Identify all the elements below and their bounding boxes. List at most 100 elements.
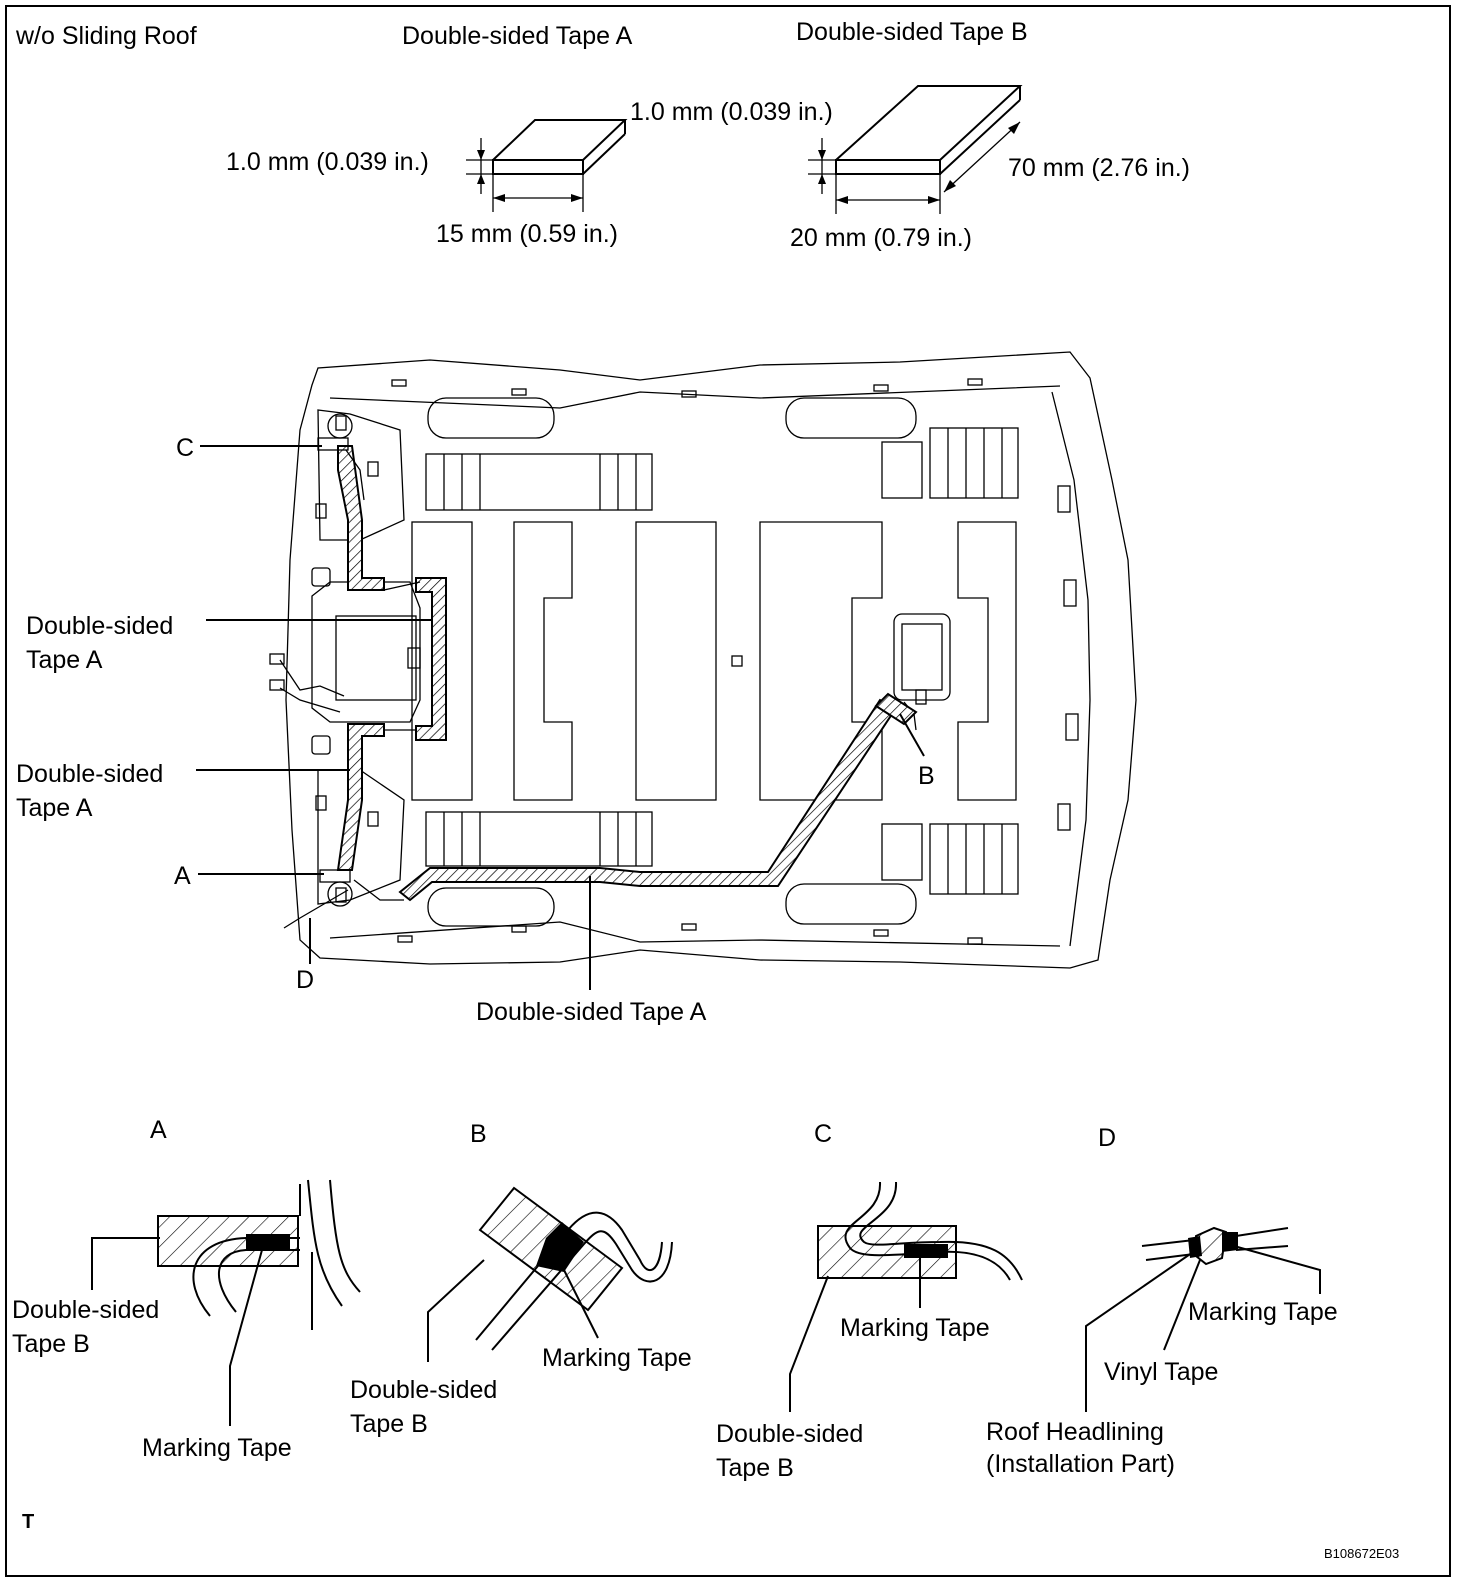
tape-b-width-arrow1 [836, 196, 848, 204]
connector [335, 887, 347, 903]
tape-a-width-arrow2 [571, 194, 583, 202]
center-clip [731, 655, 743, 667]
tape-b-length-arrow2 [1008, 122, 1020, 134]
side-clip [1057, 485, 1071, 513]
tape-b-spec: Double-sided Tape B 70 mm (2.76 in.) 20 … [790, 18, 1190, 252]
detail-a-letter: A [150, 1116, 167, 1144]
figure-id: B108672E03 [1324, 1546, 1399, 1561]
tape-a-thickness-label: 1.0 mm (0.039 in.) [226, 148, 429, 176]
page-title: w/o Sliding Roof [15, 22, 197, 50]
detail-b-wire-1 [475, 1211, 663, 1341]
edge-clip [511, 388, 527, 396]
tape-a-thickness-arrow2 [477, 174, 485, 184]
connector [315, 503, 327, 519]
detail-a-pillar [299, 1184, 313, 1330]
tape-a-title: Double-sided Tape A [402, 22, 633, 50]
tape-a-strip-cross [415, 577, 447, 741]
tape-a-depth-edges [492, 119, 628, 161]
headliner-front-edge [329, 385, 1061, 409]
detail-d-leader-roof [1085, 1249, 1197, 1412]
detail-b-letter: B [470, 1120, 487, 1148]
callout-a: A [174, 862, 191, 890]
detail-a-curve [307, 1179, 361, 1307]
map-lamp-clip [407, 647, 421, 669]
tape-a-width-label: 15 mm (0.59 in.) [436, 220, 618, 248]
tape-a-depth-side [582, 133, 626, 175]
figure-frame [5, 5, 1451, 1577]
wire-harness [279, 449, 917, 929]
retainer-rib-front-left [425, 453, 653, 511]
tape-a-shape [492, 159, 584, 175]
detail-b-marking-tape [536, 1222, 584, 1272]
detail-c-letter: C [814, 1120, 832, 1148]
detail-a-tape-line2: Tape B [12, 1330, 90, 1358]
map-lamp-opening [335, 615, 417, 701]
absorber-pad-3 [635, 521, 717, 801]
detail-d: D Marking Tape Vinyl Tape Roof Headlinin… [986, 1124, 1338, 1478]
callout-tape-a-1-line2: Tape A [26, 646, 103, 674]
callout-tape-a-2-line1: Double-sided [16, 760, 163, 788]
tape-b-thickness-arrow1 [818, 150, 826, 160]
detail-d-leader-vinyl [1163, 1259, 1201, 1351]
tape-a-length-label: 1.0 mm (0.039 in.) [630, 98, 833, 126]
detail-a-tape-line1: Double-sided [12, 1296, 159, 1324]
callout-tape-a-1-line1: Double-sided [26, 612, 173, 640]
headliner-plan: C Double-sided Tape A Double-sided Tape … [16, 351, 1137, 1026]
tape-b-point-c [317, 437, 349, 451]
grip-recess [427, 397, 555, 439]
tape-b-width-label: 20 mm (0.79 in.) [790, 224, 972, 252]
connector [335, 415, 347, 431]
tape-b-point-a [319, 869, 351, 883]
detail-a: A Double-sided Tape B Marking Tape [12, 1116, 361, 1462]
tape-b-length-line [943, 121, 1021, 193]
edge-clip [873, 929, 889, 937]
absorber-pad-5 [957, 521, 1017, 801]
connector [269, 679, 285, 691]
detail-c-leader-tape [789, 1275, 829, 1412]
detail-d-vinyl: Vinyl Tape [1104, 1358, 1218, 1386]
edge-clip [681, 923, 697, 931]
callout-b: B [918, 762, 935, 790]
connector [367, 811, 379, 827]
tape-b-length-arrow1 [944, 180, 956, 192]
detail-b-tape-line1: Double-sided [350, 1376, 497, 1404]
grip-recess [785, 883, 917, 925]
detail-b-leader-marking [563, 1269, 599, 1339]
headliner-rear-edge [329, 921, 1061, 947]
edge-clip [397, 935, 413, 943]
headliner-outline [285, 351, 1137, 969]
edge-clip [967, 378, 983, 386]
detail-d-letter: D [1098, 1124, 1116, 1152]
side-clip [1065, 713, 1079, 741]
detail-a-marking-tape [246, 1234, 290, 1250]
callout-tape-a-2-line2: Tape A [16, 794, 93, 822]
retainer-rib-front-right [929, 427, 1019, 499]
detail-b-marking: Marking Tape [542, 1344, 692, 1372]
detail-c-marking-tape [904, 1244, 948, 1258]
detail-d-roof-line1: Roof Headlining [986, 1418, 1164, 1446]
absorber-pad-4 [759, 521, 883, 801]
side-clip [1063, 579, 1077, 607]
absorber-pad-2 [513, 521, 573, 801]
detail-b-leader-tape [427, 1259, 485, 1362]
tape-b-depth-edges [835, 85, 1023, 161]
edge-clip [511, 925, 527, 933]
detail-c-wire-1 [844, 1181, 1011, 1281]
headliner-side-edge [1051, 391, 1091, 947]
tape-a-strip-front [337, 445, 385, 591]
detail-d-marking-right [1222, 1232, 1238, 1252]
detail-d-leader-marking [1233, 1245, 1321, 1294]
corner-mark: T [22, 1511, 34, 1533]
connector [915, 689, 927, 705]
detail-b: B Marking Tape Double-sided Tape B [350, 1120, 692, 1438]
detail-a-marking: Marking Tape [142, 1434, 292, 1462]
detail-c-marking: Marking Tape [840, 1314, 990, 1342]
connector [367, 461, 379, 477]
detail-b-tape-line2: Tape B [350, 1410, 428, 1438]
detail-a-wire-1 [192, 1237, 300, 1317]
detail-a-leader-tape [91, 1237, 160, 1290]
mount-circle [327, 413, 353, 439]
leader-b [899, 713, 925, 757]
callout-tape-a-bottom: Double-sided Tape A [476, 998, 707, 1026]
